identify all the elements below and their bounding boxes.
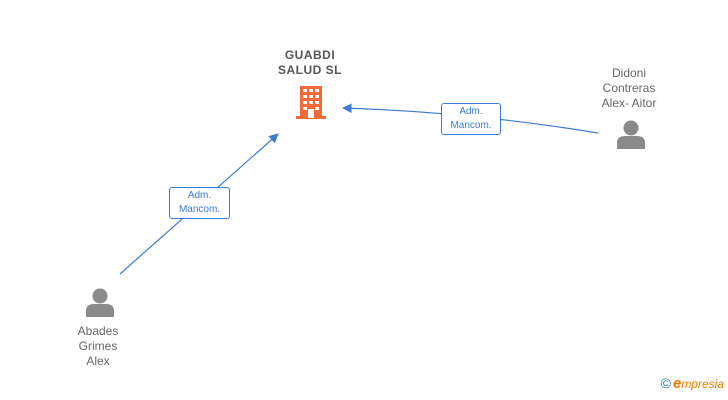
brand-rest: mpresia [681, 377, 724, 391]
person-name-line: Contreras [602, 81, 656, 95]
person-icon[interactable] [86, 288, 114, 318]
brand-initial: e [672, 375, 682, 392]
person-name-line: Alex- Aitor [601, 96, 657, 110]
company-name[interactable]: GUABDI SALUD SL [250, 48, 370, 78]
edge-label-line: Adm. [459, 106, 483, 117]
person-name-line: Alex [86, 354, 110, 368]
company-name-line: SALUD SL [278, 63, 342, 77]
building-icon[interactable] [296, 86, 326, 119]
edge-label-didoni: Adm. Mancom. [441, 103, 501, 135]
brand-logo: ©empresia [661, 375, 724, 392]
edge-label-line: Adm. [187, 190, 212, 201]
person-name-line: Grimes [78, 339, 118, 353]
person-icon[interactable] [617, 120, 645, 150]
edge-label-line: Mancom. [450, 120, 492, 131]
person-name-line: Abades [77, 324, 119, 338]
person-name-line: Didoni [611, 66, 647, 80]
edge-label-abades: Adm. Mancom. [169, 187, 230, 219]
person-name-abades[interactable]: Abades Grimes Alex [48, 324, 148, 369]
edge-label-line: Mancom. [178, 204, 221, 215]
copyright-symbol: © [660, 375, 671, 391]
person-name-didoni[interactable]: Didoni Contreras Alex- Aitor [579, 66, 679, 111]
company-name-line: GUABDI [284, 48, 336, 62]
